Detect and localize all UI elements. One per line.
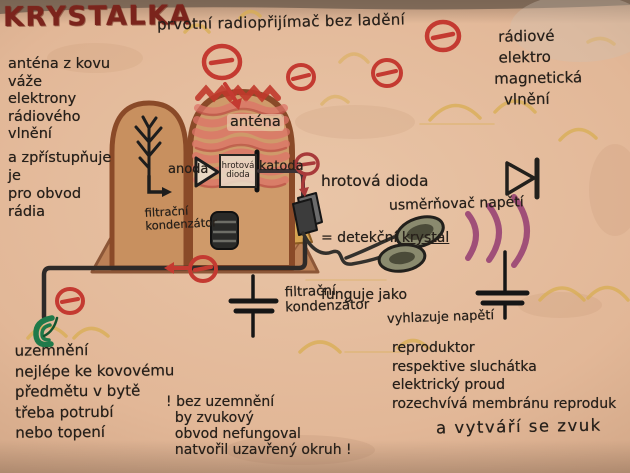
tree-antenna-icon xyxy=(134,115,172,197)
warning-note: ! bez uzemnění by zvukový obvod nefungov… xyxy=(166,394,352,458)
ground-note: uzemnění nejlépe ke kovovému předmětu v … xyxy=(14,341,175,442)
diode-note-line1: hrotová dioda xyxy=(321,172,429,191)
electron-icon xyxy=(164,255,218,283)
jack-plug-drawing xyxy=(292,192,323,236)
label-filtracni-kondenzator-2: filtrační kondenzátor xyxy=(284,282,370,316)
diode-note-line2: = detekční krystal xyxy=(321,229,450,246)
electron-icon xyxy=(201,43,243,110)
antenna-note-2: a zpřístupňuje je pro obvod rádia xyxy=(8,150,112,220)
diode-note: hrotová dioda = detekční krystal funguje… xyxy=(321,135,449,322)
speaker-note-2: a vytváří se zvuk xyxy=(435,415,602,438)
filter-capacitor-component-drawing xyxy=(210,211,239,250)
yellow-wave-doodles xyxy=(26,9,630,354)
electron-icon xyxy=(371,58,403,88)
diode-note-line3: funguje jako xyxy=(321,286,408,303)
label-filtracni-kondenzator-1: filtrační kondenzátor xyxy=(144,203,218,233)
krystal-underlined: krystal xyxy=(401,229,450,246)
label-katoda: katoda xyxy=(259,159,304,174)
label-anoda: anoda xyxy=(168,162,209,177)
label-hrotova-dioda-box: hrotová dioda xyxy=(219,154,257,188)
capacitor-symbol-right xyxy=(475,250,530,320)
em-waves-note: rádiové elektro magnetická vlnění xyxy=(493,26,583,109)
capacitor-symbol-center xyxy=(228,274,279,338)
electron-icon xyxy=(55,287,85,315)
sound-waves-icon xyxy=(465,194,530,268)
electron-icon xyxy=(424,19,462,53)
antenna-note-1: anténa z kovu váže elektrony rádiového v… xyxy=(8,56,111,142)
speaker-note: reproduktor respektive sluchátka elektri… xyxy=(392,340,617,412)
rectifier-diode-symbol xyxy=(505,157,540,200)
headphones-drawing xyxy=(301,215,445,273)
electron-icon xyxy=(294,152,320,197)
electron-icon xyxy=(286,63,316,91)
label-antena: anténa xyxy=(227,114,284,132)
diode-note-line4: usměrňovač napětí xyxy=(388,194,524,214)
electron-symbols xyxy=(55,19,462,315)
ground-clamp-icon xyxy=(33,315,59,348)
